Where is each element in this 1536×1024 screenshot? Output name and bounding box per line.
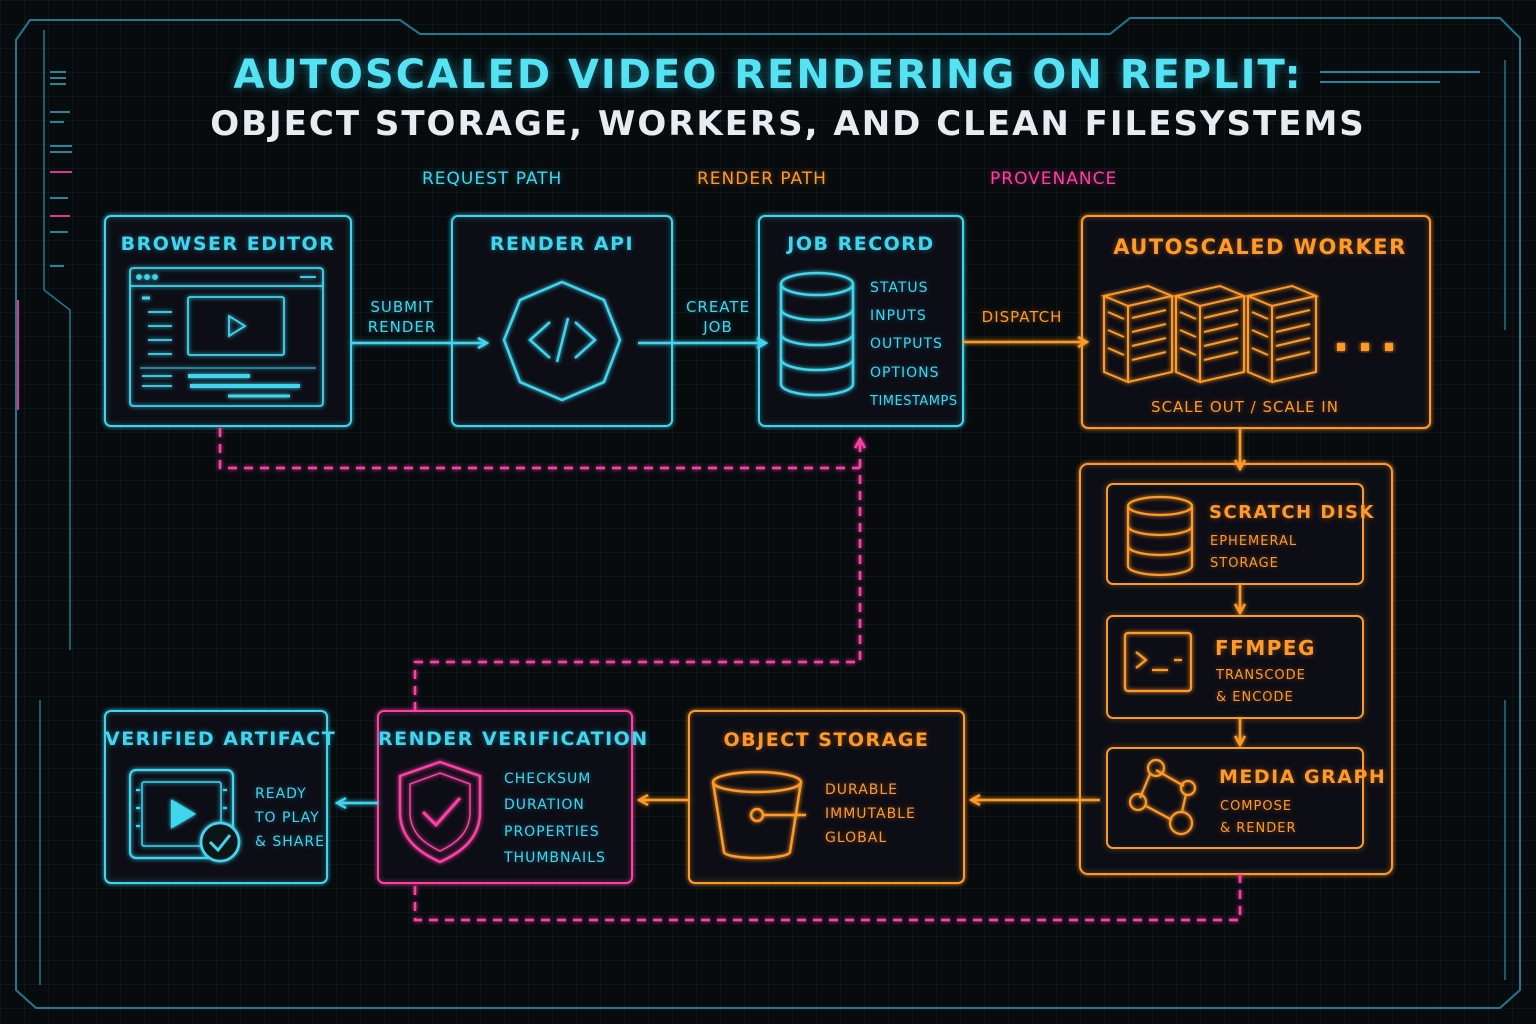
diagram-subtitle: OBJECT STORAGE, WORKERS, AND CLEAN FILES… [210,104,1366,144]
box-render-verification [377,710,633,884]
diagram-title: AUTOSCALED VIDEO RENDERING ON REPLIT: [233,52,1303,98]
verification-item-thumbnails: THUMBNAILS [504,850,606,866]
database-icon [779,271,855,397]
verification-item-properties: PROPERTIES [504,824,600,840]
ffmpeg-line2: & ENCODE [1216,690,1294,705]
object-storage-title: OBJECT STORAGE [723,729,930,751]
box-job-record [758,215,964,427]
box-render-api [451,215,673,427]
storage-item-global: GLOBAL [825,830,888,846]
box-object-storage [688,710,965,884]
job-field-status: STATUS [870,280,929,296]
worker-title: AUTOSCALED WORKER [1113,235,1407,259]
edge-submit-line2: RENDER [367,318,437,336]
job-field-timestamps: TIMESTAMPS [870,394,958,409]
verification-title: RENDER VERIFICATION [378,728,649,750]
provenance-verification-job [413,440,860,711]
video-check-icon [128,768,241,863]
edge-create-line1: CREATE [685,298,751,316]
box-verified-artifact [104,710,328,884]
job-field-options: OPTIONS [870,365,940,381]
verification-item-checksum: CHECKSUM [504,771,592,787]
ffmpeg-line1: TRANSCODE [1216,668,1306,683]
verification-item-duration: DURATION [504,797,585,813]
verified-artifact-title: VERIFIED ARTIFACT [105,728,337,750]
artifact-item-share: & SHARE [255,834,325,850]
edge-create-line2: JOB [703,318,733,336]
legend-render: RENDER PATH [697,169,827,189]
scratch-disk-title: SCRATCH DISK [1209,502,1375,523]
scratch-disk-icon [1126,495,1194,577]
provenance-editor-job [218,428,860,470]
graph-icon [1128,758,1197,836]
scratch-disk-line2: STORAGE [1210,556,1279,571]
editor-window-icon [129,267,324,407]
job-field-inputs: INPUTS [870,308,927,324]
provenance-graph-verification [413,874,1242,922]
job-field-outputs: OUTPUTS [870,336,943,352]
edge-submit-line1: SUBMIT [370,298,434,316]
storage-item-immutable: IMMUTABLE [825,806,916,822]
artifact-item-play: TO PLAY [255,810,320,826]
edge-dispatch: DISPATCH [981,308,1063,326]
server-rack-icon [1100,284,1320,384]
box-autoscaled-worker [1081,215,1431,429]
legend-request: REQUEST PATH [422,169,563,189]
code-icon [502,280,622,402]
legend-provenance: PROVENANCE [990,169,1118,189]
box-scratch-disk [1106,483,1364,585]
storage-item-durable: DURABLE [825,782,899,798]
artifact-item-ready: READY [255,786,307,802]
worker-caption: SCALE OUT / SCALE IN [1151,398,1339,416]
job-record-title: JOB RECORD [787,233,935,255]
more-dots-icon [1337,343,1393,351]
media-graph-line1: COMPOSE [1220,799,1293,814]
bucket-icon [711,770,806,860]
ffmpeg-title: FFMPEG [1215,636,1316,660]
media-graph-title: MEDIA GRAPH [1219,766,1387,788]
browser-editor-title: BROWSER EDITOR [120,233,336,255]
hud-frame [15,17,1521,1009]
scratch-disk-line1: EPHEMERAL [1210,534,1298,549]
hud-ticks [50,71,1480,267]
shield-check-icon [398,760,482,864]
terminal-icon [1123,631,1193,693]
media-graph-line2: & RENDER [1220,821,1297,836]
box-ffmpeg [1106,615,1364,719]
render-api-title: RENDER API [489,233,635,255]
